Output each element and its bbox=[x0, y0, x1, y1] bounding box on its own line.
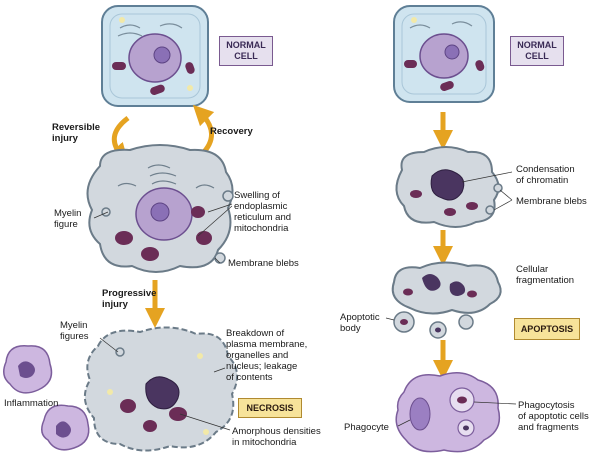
apoptotic-body bbox=[393, 311, 474, 339]
condensation-label: Condensation of chromatin bbox=[516, 164, 575, 186]
inflammation-label: Inflammation bbox=[4, 398, 59, 409]
mitochondrion bbox=[467, 290, 477, 298]
mitochondrion bbox=[185, 62, 195, 74]
normal-cell-left bbox=[101, 5, 209, 107]
mitochondrion bbox=[143, 420, 157, 432]
mitochondrion bbox=[169, 407, 187, 421]
mitochondrion bbox=[403, 288, 413, 296]
myelin-figure-label: Myelin figure bbox=[54, 208, 82, 230]
normal-cell-right-label: NORMAL CELL bbox=[510, 36, 564, 66]
mitochondrion bbox=[141, 247, 159, 261]
swelling-label: Swelling of endoplasmic reticulum and mi… bbox=[234, 190, 292, 234]
necrosis-label: NECROSIS bbox=[238, 398, 302, 418]
fragmenting-cell bbox=[391, 261, 502, 315]
inflammatory-cell bbox=[41, 404, 90, 451]
mitochondrion bbox=[410, 190, 422, 198]
phagocytosis-label: Phagocytosis of apoptotic cells and frag… bbox=[518, 400, 589, 433]
mitochondrion bbox=[466, 202, 478, 210]
mitochondrion bbox=[440, 80, 454, 92]
mitochondrion bbox=[196, 231, 212, 245]
condensed-cell bbox=[395, 146, 503, 228]
mitochondrion bbox=[150, 84, 165, 96]
fragmentation-label: Cellular fragmentation bbox=[516, 264, 575, 286]
mitochondrion bbox=[120, 399, 136, 413]
inflammatory-cell bbox=[3, 345, 53, 394]
recovery-label: Recovery bbox=[210, 126, 253, 137]
membrane-blebs-right-label: Membrane blebs bbox=[516, 196, 587, 207]
necrotic-cell bbox=[83, 326, 239, 452]
breakdown-label: Breakdown of plasma membrane, organelles… bbox=[226, 328, 308, 383]
progressive-injury-label: Progressive injury bbox=[102, 288, 157, 310]
amorphous-label: Amorphous densities in mitochondria bbox=[232, 426, 321, 448]
myelin-figures-label: Myelin figures bbox=[60, 320, 89, 342]
normal-cell-left-label: NORMAL CELL bbox=[219, 36, 273, 66]
membrane-blebs-left-label: Membrane blebs bbox=[228, 258, 299, 269]
swollen-cell bbox=[86, 144, 234, 273]
normal-cell-right bbox=[393, 5, 495, 103]
phagocyte-label: Phagocyte bbox=[344, 422, 389, 433]
mitochondrion bbox=[444, 208, 456, 216]
apoptosis-label: APOPTOSIS bbox=[514, 318, 580, 340]
mitochondrion bbox=[115, 231, 133, 245]
mitochondrion bbox=[475, 60, 485, 71]
phagocyte-cell bbox=[395, 372, 501, 453]
apoptotic-body-label: Apoptotic body bbox=[340, 312, 380, 334]
reversible-injury-label: Reversible injury bbox=[52, 122, 101, 144]
mitochondrion bbox=[191, 206, 205, 218]
mitochondrion bbox=[404, 60, 417, 68]
mitochondrion bbox=[112, 62, 126, 70]
